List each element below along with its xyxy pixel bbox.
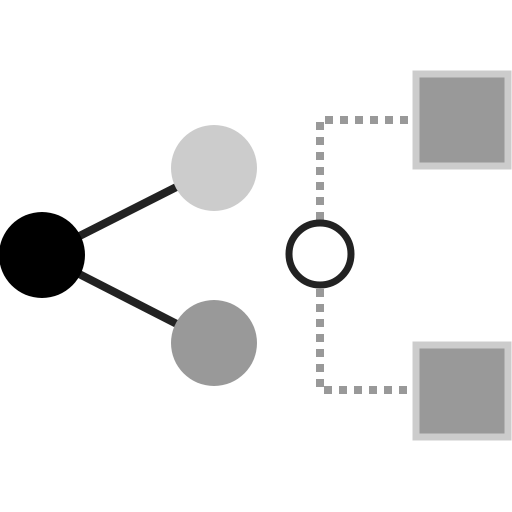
junction-ring-node — [285, 219, 355, 289]
bottom-box-node — [412, 341, 512, 441]
root-node — [0, 212, 85, 298]
top-box-node — [412, 70, 512, 170]
edge-junction-to-top-box — [316, 116, 414, 220]
edge-junction-to-bottom-box — [316, 289, 414, 394]
lower-child-node — [171, 300, 257, 386]
upper-child-node — [171, 125, 257, 211]
